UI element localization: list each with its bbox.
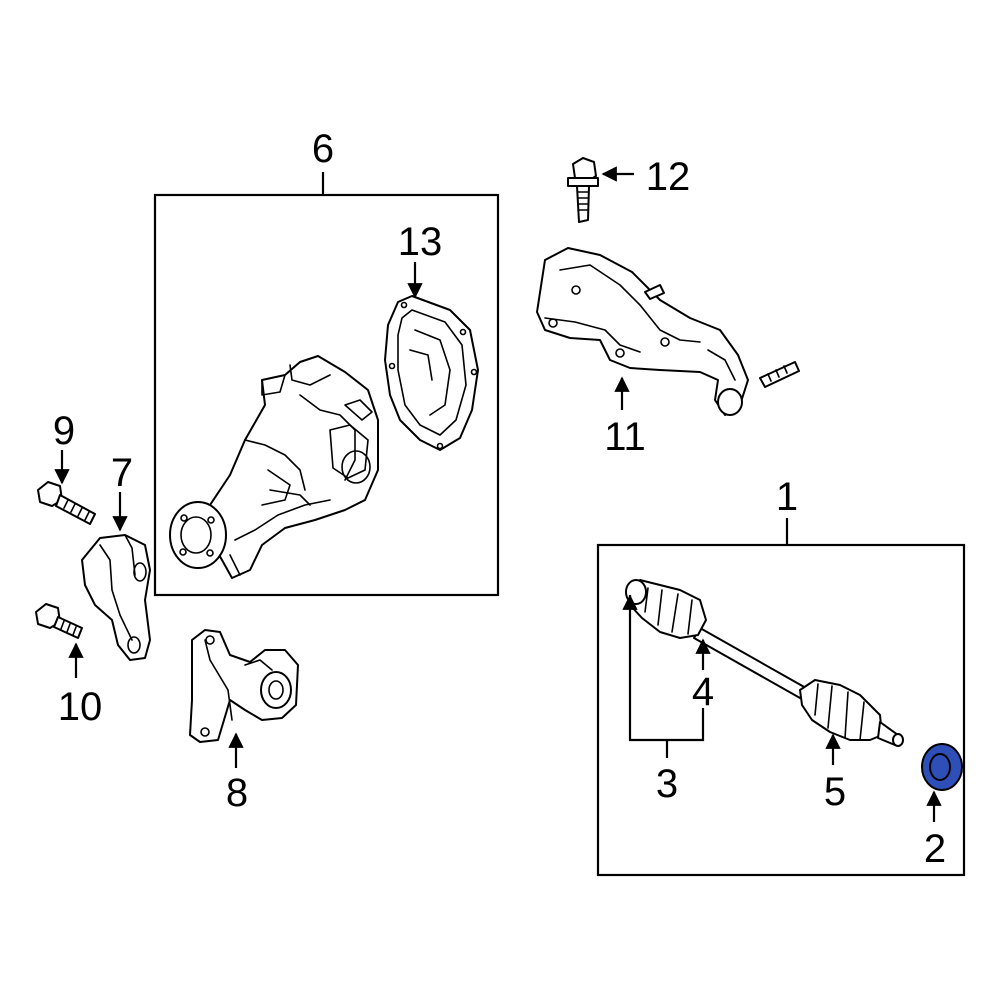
callout-13: 13 [398, 220, 443, 264]
axle-group [596, 518, 966, 877]
callout-2: 2 [924, 827, 946, 871]
group-6-frame [153, 193, 500, 597]
axle-seal[interactable] [921, 743, 963, 791]
callout-11: 11 [604, 415, 646, 459]
callout-8: 8 [226, 771, 248, 815]
callout-4: 4 [692, 670, 714, 714]
mount-8[interactable] [189, 629, 299, 743]
callout-12: 12 [646, 155, 691, 199]
callout-5: 5 [824, 770, 846, 814]
callout-3: 3 [656, 762, 678, 806]
callout-1: 1 [776, 475, 798, 519]
mount-bracket-7[interactable] [81, 534, 151, 661]
callout-6: 6 [312, 127, 334, 171]
callout-10: 10 [58, 685, 103, 729]
bolt-12[interactable] [567, 157, 599, 223]
axle-shaft[interactable] [625, 579, 904, 747]
callout-9: 9 [53, 409, 75, 453]
mount-bracket-11[interactable] [536, 247, 800, 416]
differential-group [153, 172, 500, 597]
bolt-10[interactable] [35, 603, 83, 639]
group-1-frame [596, 543, 966, 877]
bolt-9[interactable] [37, 481, 96, 525]
differential-housing[interactable] [169, 355, 379, 579]
callout-7: 7 [111, 451, 133, 495]
differential-cover[interactable] [384, 295, 479, 451]
